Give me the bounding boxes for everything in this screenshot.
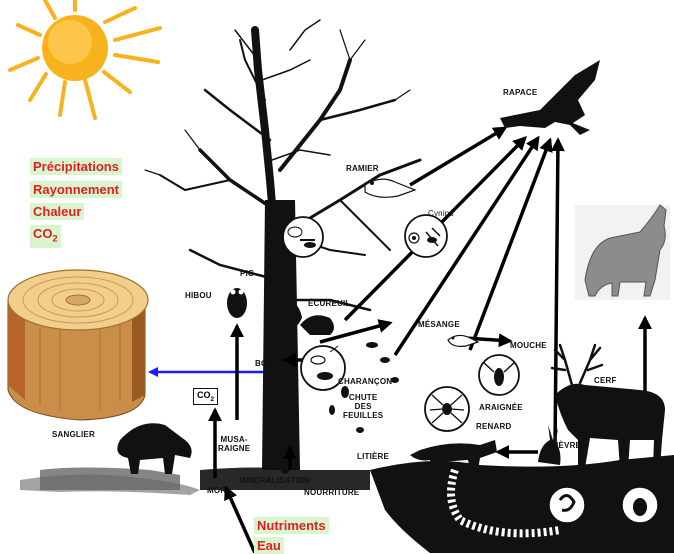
label-mesange: MÉSANGE (418, 321, 460, 330)
label-pic: PIC (240, 270, 254, 279)
leaf-insect-icon (283, 217, 323, 257)
wolf-icon (575, 205, 670, 300)
label-mineralisation: MINÉRALISATION (239, 477, 310, 486)
label-hibou: HIBOU (185, 292, 212, 301)
factor-rayonnement: Rayonnement (30, 181, 122, 198)
pigeon-icon (365, 179, 415, 197)
label-ecureuil: ÉCUREUIL (308, 300, 351, 309)
label-chute-line-3: FEUILLES (343, 412, 383, 421)
label-ramier: RAMIER (346, 165, 379, 174)
label-rapace: RAPACE (503, 89, 537, 98)
spider-icon (425, 387, 469, 431)
label-cynips: Cynips (428, 210, 454, 219)
label-araignee: ARAIGNÉE (479, 404, 523, 413)
owl-icon (227, 288, 247, 318)
boar-icon (20, 423, 200, 495)
input-nutriments: Nutriments (254, 517, 329, 534)
label-charancon: CHARANÇON (338, 378, 392, 387)
co2-box-main: CO (197, 390, 211, 400)
label-sanglier: SANGLIER (52, 431, 95, 440)
label-renard: RENARD (476, 423, 511, 432)
input-eau: Eau (254, 537, 284, 554)
sun-icon (10, 0, 160, 118)
fly-icon (479, 355, 519, 395)
wood-log-icon (8, 270, 148, 420)
label-mouche: MOUCHE (510, 342, 547, 351)
cynips-icon (405, 215, 447, 257)
label-lievre: LIÈVRE (551, 442, 581, 451)
co2-box: CO2 (193, 388, 218, 405)
label-bois: BOIS (255, 360, 275, 369)
beetle-icon (622, 487, 658, 523)
co2-box-sub: 2 (211, 396, 215, 403)
factor-co2: CO2 (30, 225, 61, 248)
label-musaraigne: MUSA- RAIGNE (218, 436, 250, 454)
label-chute-des-feuilles: CHUTE DES FEUILLES (343, 394, 383, 420)
label-mor: MOR (207, 487, 226, 496)
label-litiere: LITIÈRE (357, 453, 389, 462)
label-nourriture: NOURRITURE (304, 489, 359, 498)
label-cerf: CERF (594, 377, 617, 386)
factor-co2-sub: 2 (53, 234, 58, 244)
label-musaraigne-line-2: RAIGNE (218, 445, 250, 454)
factor-precipitations: Précipitations (30, 158, 122, 175)
factor-co2-main: CO (33, 226, 53, 241)
factor-chaleur: Chaleur (30, 203, 84, 220)
larva-icon (549, 487, 585, 523)
